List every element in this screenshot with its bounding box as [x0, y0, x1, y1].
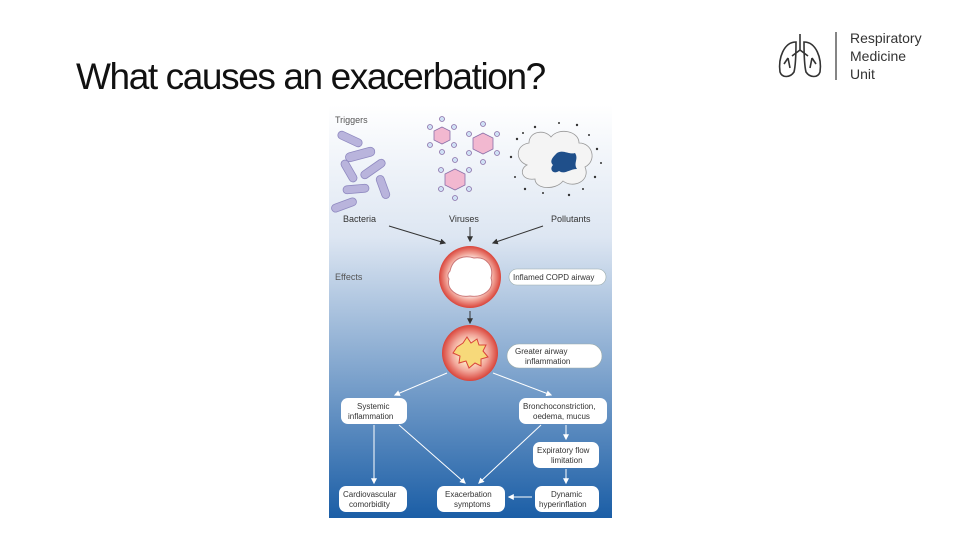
logo-line-medicine: Medicine — [850, 48, 907, 64]
systemic-line2: inflammation — [348, 412, 393, 421]
triggers-label: Triggers — [335, 115, 368, 125]
greater-inflammation-line2: inflammation — [525, 357, 570, 366]
lungs-logo-icon — [778, 32, 837, 80]
cardio-line2: comorbidity — [349, 500, 390, 509]
slide-title: What causes an exacerbation? — [76, 56, 546, 97]
dynamic-line2: hyperinflation — [539, 500, 587, 509]
greater-inflammation-icon — [442, 325, 498, 381]
greater-inflammation-line1: Greater airway — [515, 347, 567, 356]
logo-line-unit: Unit — [850, 66, 875, 82]
viruses-label: Viruses — [449, 214, 479, 224]
expiratory-line1: Expiratory flow — [537, 446, 590, 455]
dynamic-line1: Dynamic — [551, 490, 582, 499]
exacerbation-line1: Exacerbation — [445, 490, 492, 499]
viruses-icon — [427, 116, 500, 201]
copd-exacerbation-diagram: Triggers Effects — [329, 105, 612, 518]
bacteria-label: Bacteria — [343, 214, 376, 224]
inflamed-airway-label: Inflamed COPD airway — [513, 273, 594, 282]
cardio-line1: Cardiovascular — [343, 490, 397, 499]
bacteria-icon — [331, 130, 391, 213]
effects-label: Effects — [335, 272, 363, 282]
expiratory-line2: limitation — [551, 456, 583, 465]
broncho-line2: oedema, mucus — [533, 412, 590, 421]
systemic-line1: Systemic — [357, 402, 389, 411]
pollutants-icon — [509, 122, 602, 197]
inflamed-airway-icon — [439, 246, 501, 308]
logo-line-respiratory: Respiratory — [850, 30, 922, 46]
logo-text: Respiratory Medicine Unit — [850, 29, 922, 83]
exacerbation-line2: symptoms — [454, 500, 490, 509]
pollutants-label: Pollutants — [551, 214, 591, 224]
broncho-line1: Bronchoconstriction, — [523, 402, 595, 411]
